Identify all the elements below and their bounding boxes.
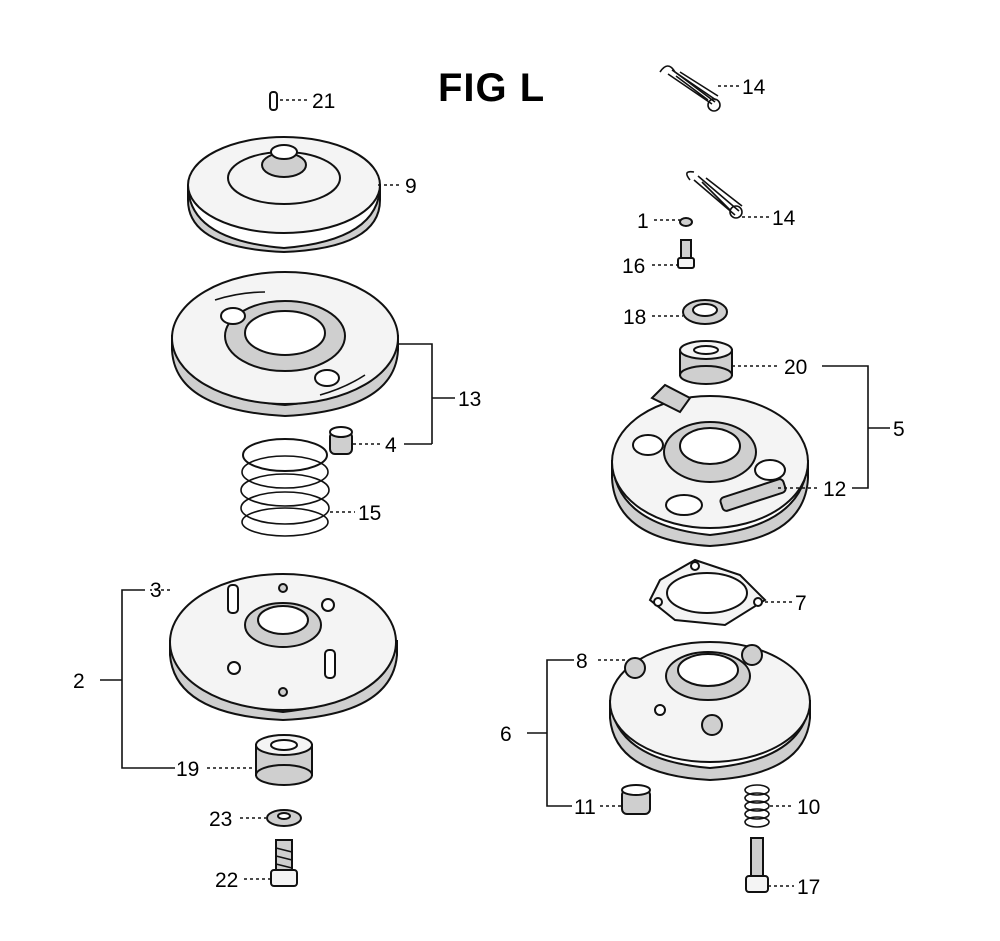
part-6-lower-housing (609, 641, 811, 782)
part-21-pin (269, 91, 278, 111)
part-5-housing (611, 383, 809, 548)
callout-17: 17 (797, 876, 820, 899)
part-9-cover (187, 136, 381, 254)
callout-12: 12 (823, 478, 846, 501)
leader-lines (100, 85, 890, 887)
callout-15: 15 (358, 502, 381, 525)
part-11-bushing (621, 784, 651, 815)
callout-23: 23 (209, 808, 232, 831)
part-18-seal (682, 299, 728, 325)
callout-7: 7 (795, 592, 807, 615)
figure-title: FIG L (438, 66, 546, 110)
part-16-bolt (677, 239, 695, 269)
callout-1: 1 (637, 210, 649, 233)
callout-16: 16 (622, 255, 645, 278)
callout-3: 3 (150, 579, 162, 602)
callout-18: 18 (623, 306, 646, 329)
callout-4: 4 (385, 434, 397, 457)
callout-2: 2 (73, 670, 85, 693)
part-20-bearing (679, 340, 733, 385)
callout-22: 22 (215, 869, 238, 892)
part-10-spring (744, 784, 770, 828)
callout-19: 19 (176, 758, 199, 781)
callout-6: 6 (500, 723, 512, 746)
part-7-gasket (648, 558, 767, 627)
part-14-lower-spring (686, 170, 743, 219)
callout-8: 8 (576, 650, 588, 673)
part-13-upper-plate (171, 271, 399, 418)
part-4-bushing (329, 426, 353, 455)
part-23-washer (266, 809, 302, 827)
part-3-lower-plate (169, 573, 398, 722)
part-19-bearing (255, 734, 313, 786)
callout-10: 10 (797, 796, 820, 819)
part-14-upper-spring (659, 65, 721, 112)
callout-20: 20 (784, 356, 807, 379)
callout-13: 13 (458, 388, 481, 411)
callout-11: 11 (574, 796, 596, 819)
part-15-spring (240, 438, 330, 537)
part-17-bolt (745, 837, 769, 893)
callout-21: 21 (312, 90, 335, 113)
callout-14-lower: 14 (772, 207, 796, 230)
callout-5: 5 (893, 418, 905, 441)
part-1-nut (679, 217, 693, 227)
callout-9: 9 (405, 175, 417, 198)
part-22-bolt (270, 839, 298, 887)
callout-14-upper: 14 (742, 76, 766, 99)
callout-labels: 21 9 13 4 15 3 2 19 23 22 14 14 1 16 18 … (73, 76, 905, 899)
